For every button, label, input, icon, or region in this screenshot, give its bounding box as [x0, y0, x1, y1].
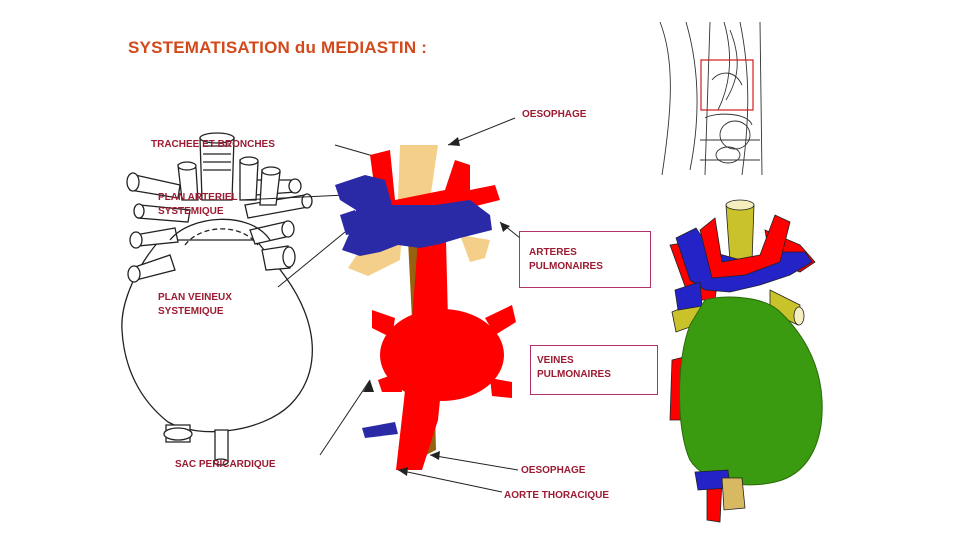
label-aorte-thoracique: AORTE THORACIQUE [504, 490, 609, 501]
label-plan-arteriel-line2: SYSTEMIQUE [158, 206, 224, 217]
label-oesophage-top: OESOPHAGE [522, 109, 587, 120]
exploded-schematic [335, 145, 516, 470]
label-veines-line1: VEINES [537, 355, 574, 366]
arrowheads-left [363, 380, 374, 392]
label-arteres-line2: PULMONAIRES [529, 261, 603, 272]
label-plan-veineux-line2: SYSTEMIQUE [158, 306, 224, 317]
label-veines-line2: PULMONAIRES [537, 369, 611, 380]
label-arteres-line1: ARTERES [529, 247, 577, 258]
label-plan-arteriel-line1: PLAN ARTERIEL [158, 192, 238, 203]
leader-lines-left [239, 144, 381, 456]
box-veines-pulmonaires [530, 345, 658, 395]
label-plan-veineux-line1: PLAN VEINEUX [158, 292, 232, 303]
box-arteres-pulmonaires [519, 231, 651, 288]
sagittal-reference-sketch [659, 21, 763, 176]
label-trachee: TRACHEE ET BRONCHES [151, 139, 275, 150]
focus-rectangle [700, 59, 754, 111]
label-sac-pericardique: SAC PERICARDIQUE [175, 459, 276, 470]
page-title: SYSTEMATISATION du MEDIASTIN : [128, 38, 428, 57]
label-oesophage-bottom: OESOPHAGE [521, 465, 586, 476]
arrowheads-center [398, 137, 510, 476]
heart-line-drawing [121, 132, 313, 466]
heart-colored-drawing [669, 199, 823, 523]
